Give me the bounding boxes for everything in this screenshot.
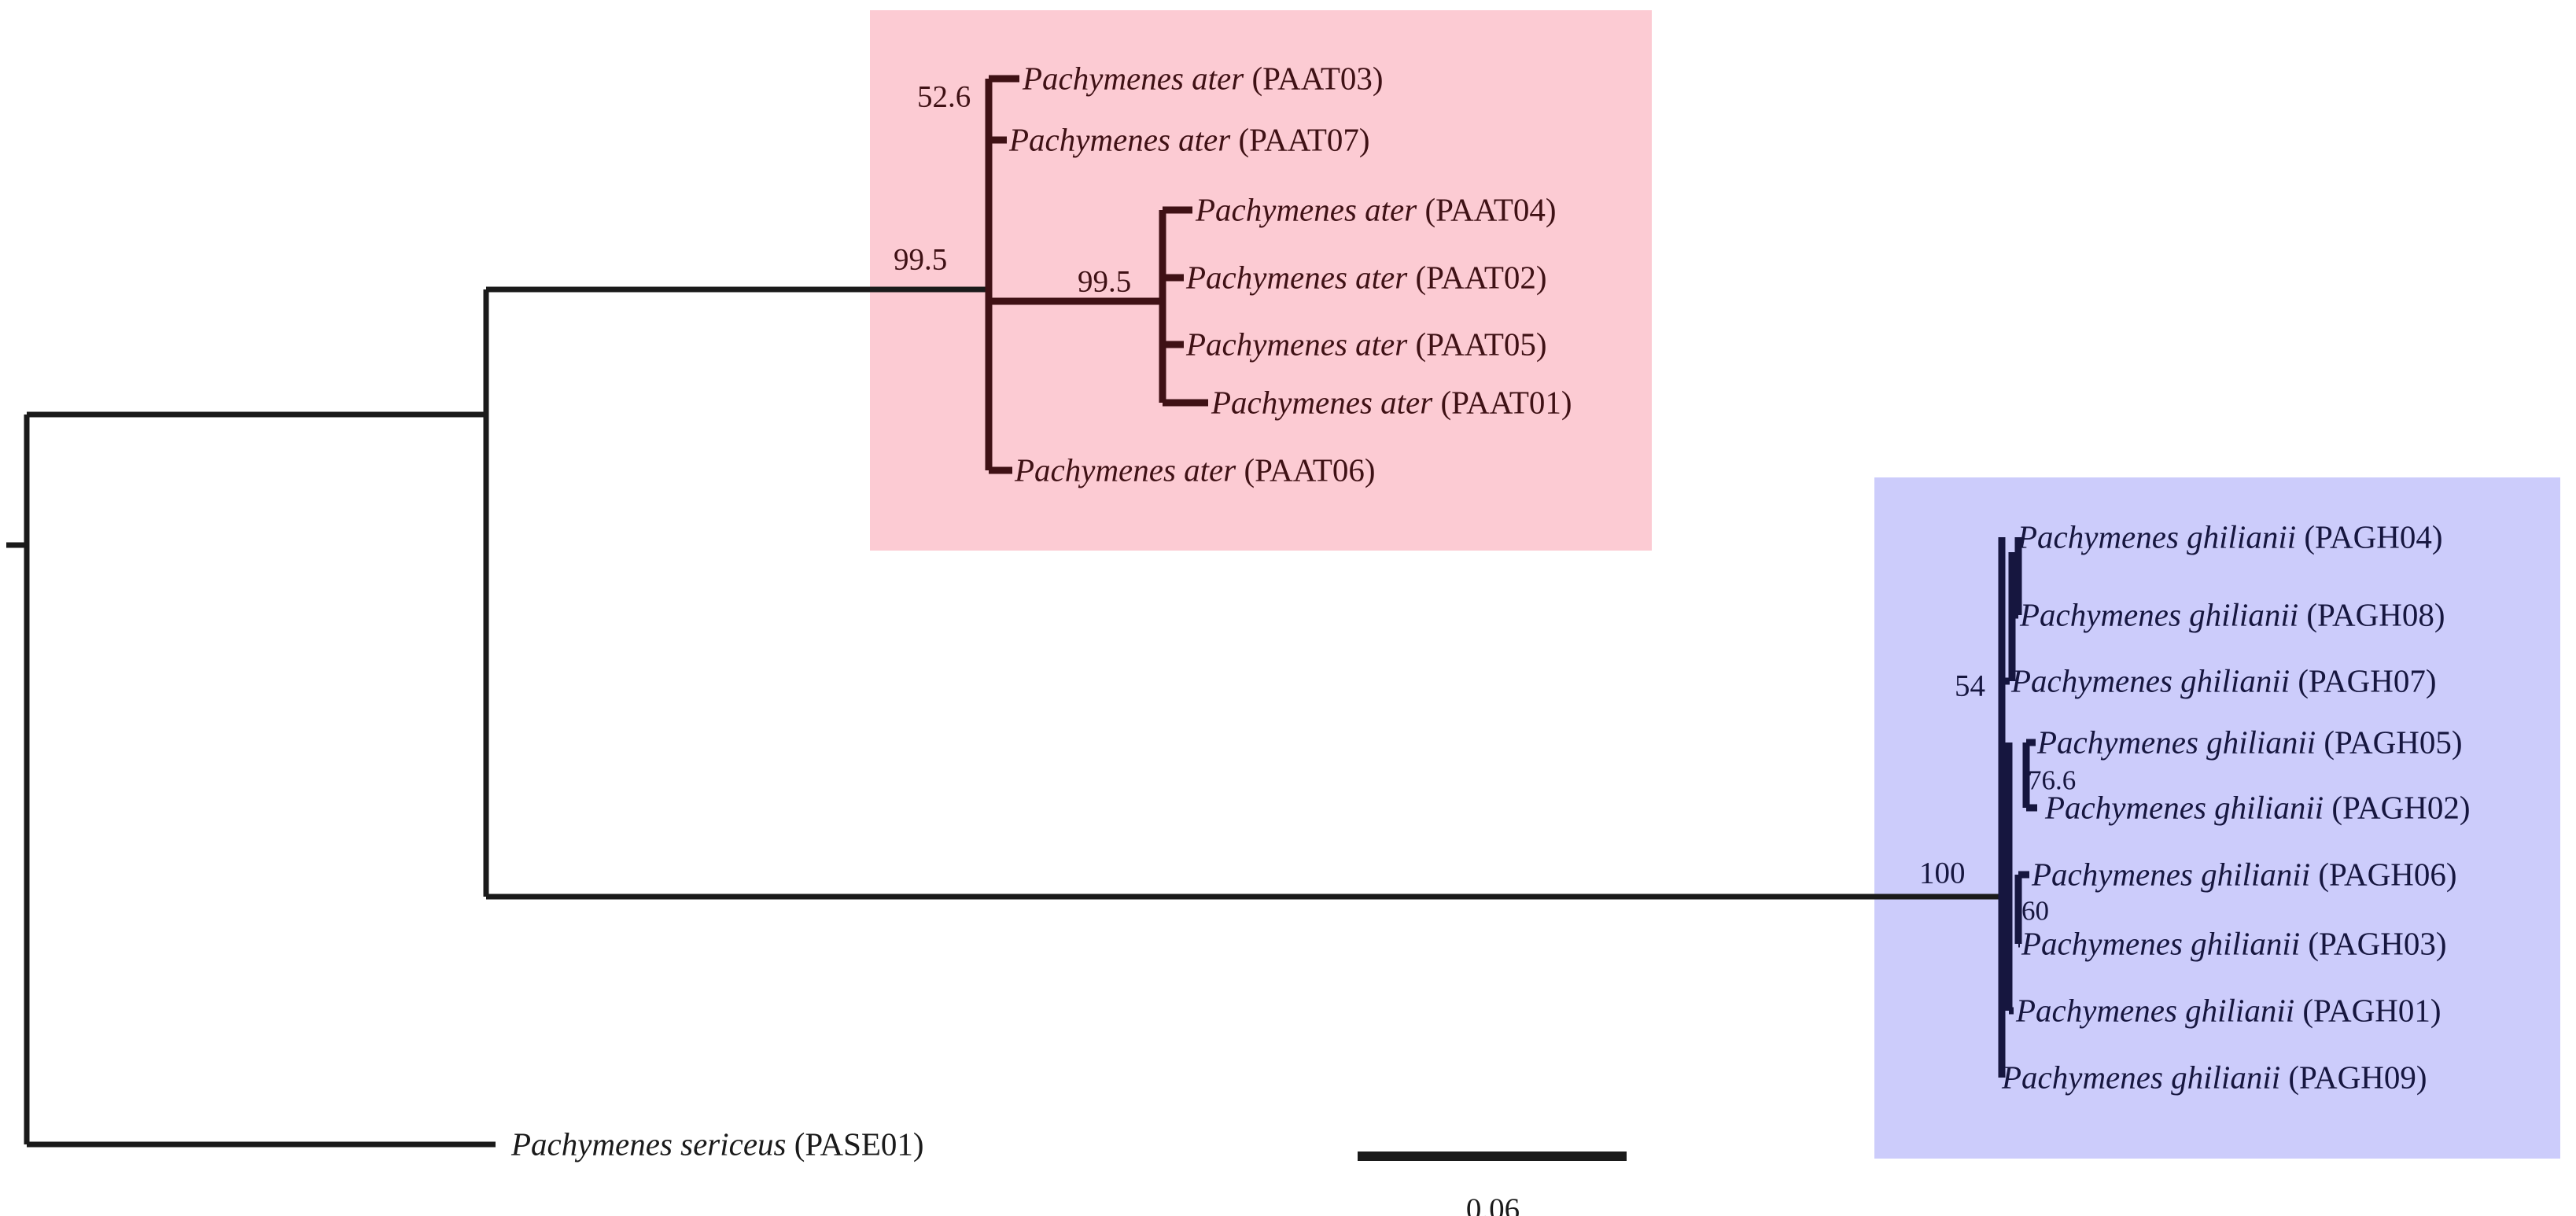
leaf-label-pagh03: Pachymenes ghilianii (PAGH03) (2021, 925, 2447, 962)
leaf-label-paat06: Pachymenes ater (PAAT06) (1015, 451, 1376, 488)
leaf-specimen-code: (PAGH06) (2310, 856, 2457, 893)
blue-branch-group (1998, 537, 2037, 1078)
leaf-specimen-code: (PAAT05) (1407, 326, 1547, 363)
bootstrap-support-value: 99.5 (1078, 264, 1132, 299)
bootstrap-support-value: 99.5 (894, 242, 948, 277)
leaf-species-name: Pachymenes ghilianii (2002, 1059, 2281, 1096)
leaf-specimen-code: (PAAT04) (1417, 191, 1557, 228)
leaf-specimen-code: (PAGH01) (2294, 992, 2441, 1029)
leaf-specimen-code: (PAGH03) (2300, 925, 2447, 962)
leaf-label-pase01: Pachymenes sericeus (PASE01) (511, 1126, 924, 1163)
leaf-species-name: Pachymenes ater (1009, 121, 1231, 158)
bootstrap-support-value: 100 (1919, 856, 1966, 890)
bootstrap-support-value: 52.6 (917, 79, 971, 114)
leaf-specimen-code: (PAGH02) (2324, 789, 2471, 826)
leaf-label-pagh07: Pachymenes ghilianii (PAGH07) (2011, 665, 2437, 698)
leaf-species-name: Pachymenes sericeus (511, 1126, 787, 1163)
leaf-specimen-code: (PAGH05) (2316, 724, 2463, 761)
leaf-species-name: Pachymenes ghilianii (2020, 596, 2299, 633)
root-branch-group (6, 286, 2002, 1148)
leaf-label-paat04: Pachymenes ater (PAAT04) (1196, 191, 1557, 228)
leaf-specimen-code: (PAAT03) (1244, 60, 1384, 97)
bootstrap-support-value: 60 (2021, 895, 2049, 927)
leaf-label-paat05: Pachymenes ater (PAAT05) (1186, 326, 1547, 363)
leaf-label-paat02: Pachymenes ater (PAAT02) (1186, 259, 1547, 296)
bootstrap-support-value: 54 (1955, 669, 1985, 703)
pink-branch-group (985, 75, 1208, 474)
leaf-label-paat01: Pachymenes ater (PAAT01) (1211, 384, 1572, 421)
leaf-label-pagh05: Pachymenes ghilianii (PAGH05) (2037, 724, 2463, 761)
leaf-specimen-code: (PAGH04) (2296, 518, 2443, 555)
leaf-specimen-code: (PAAT02) (1407, 259, 1547, 296)
leaf-species-name: Pachymenes ghilianii (2021, 925, 2301, 962)
leaf-label-pagh09: Pachymenes ghilianii (PAGH09) (2002, 1059, 2427, 1096)
leaf-specimen-code: (PAAT01) (1432, 384, 1572, 421)
pink-clade-highlight-box (870, 10, 1652, 551)
leaf-label-pagh04: Pachymenes ghilianii (PAGH04) (2018, 521, 2443, 554)
leaf-species-name: Pachymenes ater (1186, 259, 1408, 296)
scale-bar-label: 0.06 (1465, 1192, 1520, 1216)
leaf-specimen-code: (PAGH09) (2280, 1059, 2427, 1096)
leaf-label-pagh06: Pachymenes ghilianii (PAGH06) (2032, 856, 2457, 893)
leaf-species-name: Pachymenes ghilianii (2037, 724, 2316, 761)
leaf-label-paat07: Pachymenes ater (PAAT07) (1009, 121, 1370, 158)
leaf-species-name: Pachymenes ater (1211, 384, 1433, 421)
leaf-label-pagh01: Pachymenes ghilianii (PAGH01) (2016, 992, 2441, 1029)
leaf-species-name: Pachymenes ghilianii (2018, 518, 2297, 555)
leaf-specimen-code: (PAGH07) (2290, 662, 2437, 699)
leaf-species-name: Pachymenes ater (1186, 326, 1408, 363)
bootstrap-support-value: 76.6 (2028, 765, 2077, 796)
leaf-species-name: Pachymenes ater (1015, 451, 1236, 488)
leaf-species-name: Pachymenes ghilianii (2011, 662, 2290, 699)
blue-clade-highlight-box (1874, 477, 2560, 1159)
leaf-species-name: Pachymenes ater (1023, 60, 1244, 97)
leaf-specimen-code: (PAAT07) (1230, 121, 1370, 158)
leaf-label-pagh08: Pachymenes ghilianii (PAGH08) (2020, 599, 2445, 632)
leaf-specimen-code: (PAGH08) (2298, 596, 2445, 633)
leaf-species-name: Pachymenes ater (1196, 191, 1417, 228)
leaf-specimen-code: (PASE01) (786, 1126, 924, 1163)
leaf-species-name: Pachymenes ghilianii (2016, 992, 2295, 1029)
leaf-specimen-code: (PAAT06) (1236, 451, 1376, 488)
leaf-label-pagh02: Pachymenes ghilianii (PAGH02) (2045, 789, 2471, 826)
leaf-species-name: Pachymenes ghilianii (2045, 789, 2324, 826)
leaf-label-paat03: Pachymenes ater (PAAT03) (1023, 60, 1384, 97)
leaf-species-name: Pachymenes ghilianii (2032, 856, 2311, 893)
